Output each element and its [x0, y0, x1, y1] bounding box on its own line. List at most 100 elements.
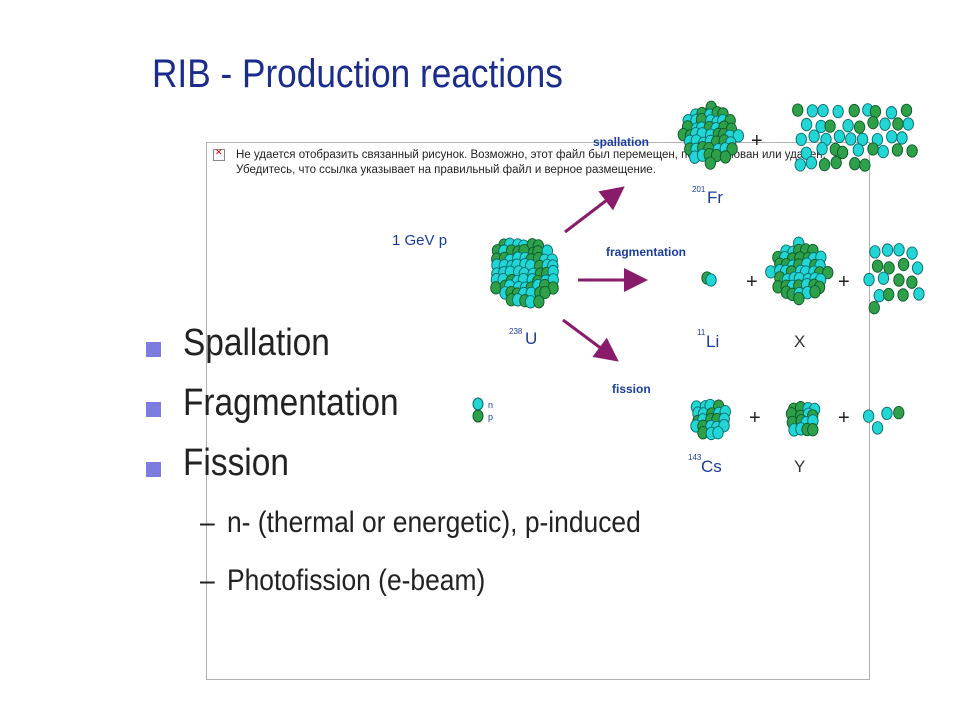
beam-label: 1 GeV p: [392, 232, 447, 249]
bullet-square-icon: [146, 462, 161, 477]
fission-neutrons: [881, 406, 893, 421]
spallation-nucleons: [824, 119, 836, 133]
cs-mass: 143: [688, 453, 702, 462]
label-spallation: spallation: [593, 135, 649, 149]
label-fission: fission: [612, 382, 651, 396]
spallation-nucleons: [795, 132, 807, 147]
spallation-nucleons: [833, 129, 846, 144]
sub-bullet-induced: n- (thermal or energetic), p-induced: [227, 506, 641, 539]
spallation-nucleons: [906, 144, 918, 158]
spallation-nucleons: [852, 143, 864, 157]
spallation-nucleons: [869, 104, 882, 119]
legend-neutron-icon: [472, 397, 484, 411]
spallation-nucleons: [808, 129, 820, 143]
spallation-nucleons: [891, 143, 904, 157]
spallation-nucleons: [900, 103, 913, 117]
sub-bullet-marker: –: [200, 506, 215, 539]
fragmentation-nucleons: [871, 259, 884, 273]
spallation-nucleons: [830, 155, 842, 170]
francium-nucleus: [732, 129, 745, 143]
plus-sign: +: [749, 407, 761, 429]
li-mass: 11: [697, 328, 706, 337]
fragmentation-nucleons: [877, 271, 890, 285]
spallation-nucleons: [842, 119, 854, 133]
fragmentation-nucleons: [893, 273, 905, 287]
bullet-fragmentation: Fragmentation: [183, 382, 399, 424]
fission-neutrons: [862, 409, 875, 423]
spallation-nucleons: [848, 103, 860, 118]
label-fragmentation: fragmentation: [606, 245, 686, 259]
fr-mass: 201: [692, 185, 706, 194]
fragmentation-nucleons: [906, 275, 918, 289]
spallation-nucleons: [836, 145, 849, 160]
bullet-spallation: Spallation: [183, 322, 330, 364]
fragmentation-nucleons: [893, 243, 905, 257]
fragmentation-nucleons: [869, 245, 881, 259]
fragmentation-nucleons: [868, 300, 880, 315]
arrow-spallation: [564, 186, 625, 234]
legend-proton-icon: [472, 409, 484, 423]
fragmentation-nucleons: [883, 261, 895, 275]
fragment-y-nucleus: [807, 423, 819, 437]
bullet-square-icon: [146, 342, 161, 357]
spallation-nucleons: [832, 104, 844, 119]
li-symbol: Li: [706, 332, 719, 351]
spallation-nucleons: [856, 132, 869, 147]
fragmentation-nucleons: [883, 287, 895, 302]
plus-sign: +: [751, 130, 763, 152]
spallation-nucleons: [885, 106, 898, 120]
uranium-nucleus: [533, 295, 545, 309]
bullet-fission: Fission: [183, 442, 289, 484]
sub-bullet-marker: –: [200, 564, 215, 597]
fission-neutrons: [893, 405, 905, 420]
slide-title: RIB - Production reactions: [152, 52, 563, 96]
fragmentation-nucleons: [911, 261, 924, 275]
uranium-nucleus: [539, 285, 551, 300]
target-symbol: U: [525, 329, 537, 348]
plus-sign: +: [838, 271, 850, 293]
fragmentation-nucleons: [906, 246, 918, 260]
spallation-nucleons: [849, 157, 861, 171]
spallation-nucleons: [877, 144, 889, 159]
spallation-nucleons: [816, 142, 828, 156]
spallation-nucleons: [867, 115, 879, 130]
spallation-nucleons: [818, 157, 831, 172]
spallation-nucleons: [845, 132, 857, 146]
legend-neutron-label: n: [488, 400, 493, 410]
spallation-nucleons: [867, 142, 879, 156]
fission-neutrons: [871, 421, 884, 435]
fragment-x: X: [794, 332, 805, 351]
fragment-x-nucleus: [793, 291, 805, 306]
spallation-nucleons: [896, 131, 908, 145]
fragmentation-nucleons: [881, 243, 894, 257]
fragmentation-nucleons: [913, 287, 925, 301]
spallation-nucleons: [879, 117, 891, 131]
fragment-y: Y: [794, 457, 805, 476]
fragment-x-nucleus: [809, 285, 821, 299]
target-mass: 238: [509, 327, 523, 336]
broken-image-frame: [206, 142, 870, 680]
cesium-nucleus: [712, 426, 724, 440]
fragmentation-nucleons: [897, 257, 910, 272]
spallation-nucleons: [892, 117, 904, 131]
cs-symbol: Cs: [701, 457, 722, 476]
spallation-nucleons: [859, 158, 871, 172]
spallation-nucleons: [806, 104, 819, 118]
plus-sign: +: [838, 407, 850, 429]
francium-nucleus: [719, 150, 732, 164]
broken-image-message: Не удается отобразить связанный рисунок.…: [236, 149, 826, 176]
bullet-square-icon: [146, 402, 161, 417]
spallation-nucleons: [853, 120, 866, 134]
broken-image-icon: [213, 147, 225, 161]
fragmentation-nucleons: [897, 288, 909, 302]
francium-nucleus: [704, 156, 716, 170]
fr-symbol: Fr: [707, 188, 723, 207]
spallation-nucleons: [800, 146, 812, 160]
lithium-nucleus: [705, 273, 717, 287]
spallation-nucleons: [886, 130, 898, 144]
spallation-nucleons: [902, 117, 914, 131]
legend-proton-label: p: [488, 412, 493, 422]
fragment-x-nucleus: [822, 265, 834, 280]
arrow-fission: [562, 318, 619, 362]
